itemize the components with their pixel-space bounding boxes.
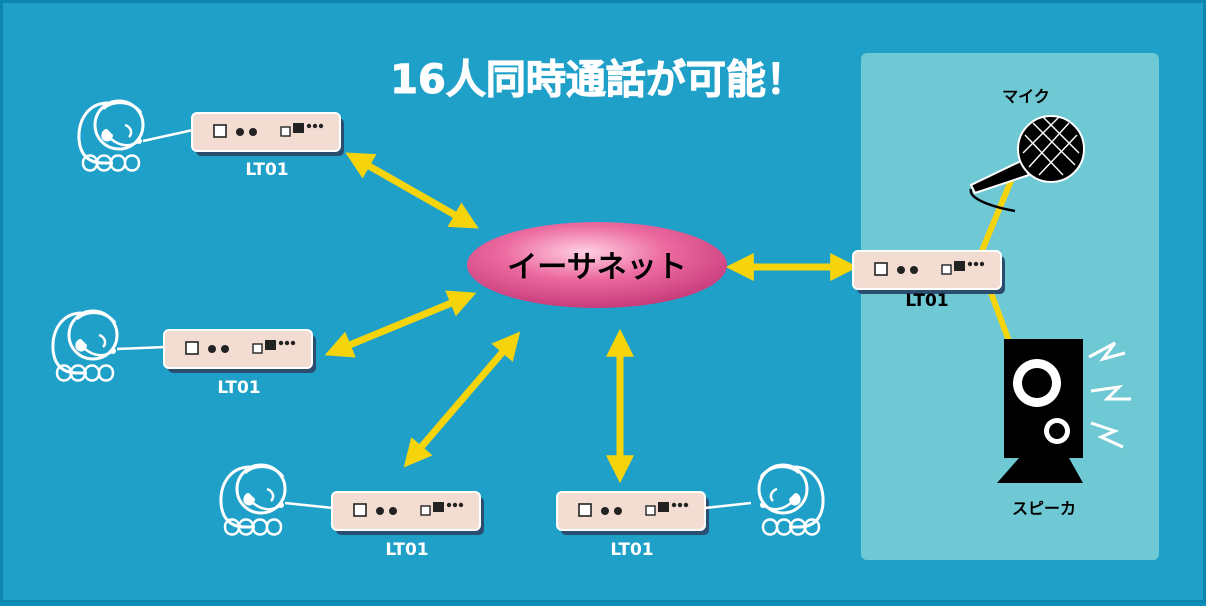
- diagram-svg: 16人同時通話が可能！ イーサネット LT01 LT01 LT01 LT01: [51, 53, 1159, 560]
- lt01-device: [191, 112, 345, 157]
- lt01-device: [331, 491, 485, 536]
- user-node-1: LT01: [77, 99, 345, 180]
- arrow-user-2: [324, 290, 477, 358]
- speaker-icon: [997, 339, 1131, 483]
- arrow-user-3: [403, 331, 521, 468]
- station-node: マイク LT01 スピーカ: [852, 87, 1131, 518]
- user-node-4: LT01: [556, 463, 825, 560]
- lt01-device: [556, 491, 710, 536]
- ethernet-ellipse: [467, 222, 727, 308]
- user-node-3: LT01: [219, 463, 485, 560]
- device-label: LT01: [245, 160, 288, 180]
- speaker-label: スピーカ: [1012, 499, 1076, 518]
- page-title: 16人同時通話が可能！: [390, 57, 806, 103]
- link-arrows: [324, 152, 859, 484]
- mic-label: マイク: [1002, 87, 1050, 106]
- device-label: LT01: [905, 291, 948, 311]
- lt01-device: [163, 329, 317, 374]
- device-label: LT01: [385, 540, 428, 560]
- lt01-device: [852, 250, 1006, 295]
- device-label: LT01: [610, 540, 653, 560]
- station-panel: [861, 53, 1159, 560]
- microphone-icon: [969, 115, 1085, 213]
- arrow-user-1: [345, 152, 479, 229]
- headset-person-icon: [51, 309, 119, 382]
- headset-person-icon: [219, 463, 287, 536]
- network-label: イーサネット: [507, 250, 686, 285]
- user-node-2: LT01: [51, 309, 317, 398]
- device-label: LT01: [217, 378, 260, 398]
- headset-person-icon: [757, 463, 825, 536]
- headset-person-icon: [77, 99, 145, 172]
